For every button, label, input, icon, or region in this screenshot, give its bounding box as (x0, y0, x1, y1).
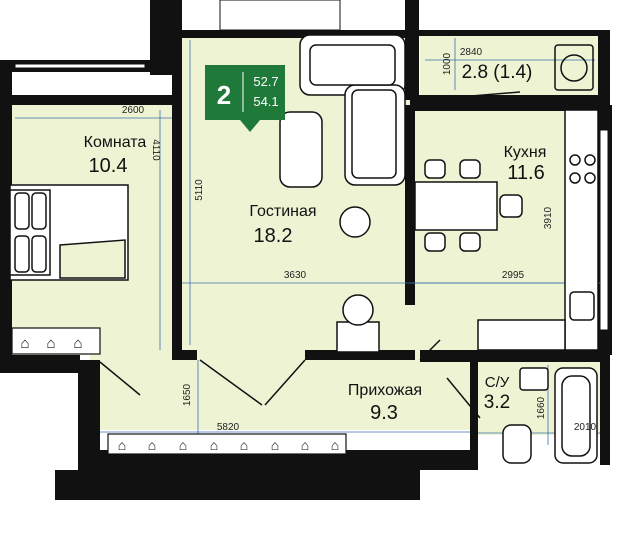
kitchen-area: 11.6 (507, 162, 544, 184)
living-name: Гостиная (249, 203, 316, 220)
bedroom-area: 10.4 (89, 155, 128, 177)
svg-text:⌂: ⌂ (331, 437, 339, 453)
dim-3630: 3630 (284, 270, 307, 281)
svg-text:⌂: ⌂ (46, 335, 55, 352)
area-badge: 2 52.7 54.1 (205, 65, 285, 132)
bath-area: 3.2 (484, 392, 510, 413)
wardrobe-hall: ⌂ ⌂ ⌂ ⌂ ⌂ ⌂ ⌂ ⌂ (107, 433, 347, 455)
doors (99, 339, 481, 419)
dim-1650: 1650 (182, 383, 193, 406)
dim-2840: 2840 (460, 47, 483, 58)
bath-name: С/У (485, 374, 510, 391)
living-area: 18.2 (254, 225, 293, 247)
svg-text:⌂: ⌂ (118, 437, 126, 453)
bathroom-fixtures (502, 367, 598, 464)
badge-rooms: 2 (217, 80, 231, 110)
svg-text:⌂: ⌂ (271, 437, 279, 453)
badge-total-area: 52.7 (253, 74, 278, 89)
svg-text:⌂: ⌂ (301, 437, 309, 453)
wardrobe-bedroom: ⌂ ⌂ ⌂ (11, 327, 101, 355)
dim-1000: 1000 (442, 52, 453, 75)
svg-text:⌂: ⌂ (73, 335, 82, 352)
dim-3910: 3910 (543, 206, 554, 229)
kitchen-counter (477, 109, 599, 351)
dining-table-icon (414, 159, 523, 252)
kitchen-name: Кухня (504, 144, 547, 161)
svg-text:⌂: ⌂ (148, 437, 156, 453)
dim-5820: 5820 (217, 422, 240, 433)
dim-4110: 4110 (150, 139, 161, 161)
balcony-fixtures (422, 44, 594, 101)
bed-icon (9, 184, 129, 281)
dim-2600: 2600 (122, 105, 145, 116)
coffee-table (279, 111, 380, 353)
sofa-icon (299, 34, 406, 186)
svg-text:⌂: ⌂ (210, 437, 218, 453)
balcony-area: 2.8 (1.4) (462, 62, 533, 83)
windows (14, 0, 609, 331)
hall-area: 9.3 (370, 402, 398, 424)
dim-2995: 2995 (502, 270, 525, 281)
badge-living-area: 54.1 (253, 94, 278, 109)
dim-2010: 2010 (574, 422, 597, 433)
svg-text:⌂: ⌂ (179, 437, 187, 453)
bedroom-name: Комната (84, 134, 147, 151)
svg-text:⌂: ⌂ (240, 437, 248, 453)
dim-5110: 5110 (194, 179, 205, 201)
svg-text:⌂: ⌂ (20, 335, 29, 352)
hall-name: Прихожая (348, 382, 422, 399)
dim-1660: 1660 (536, 396, 547, 419)
